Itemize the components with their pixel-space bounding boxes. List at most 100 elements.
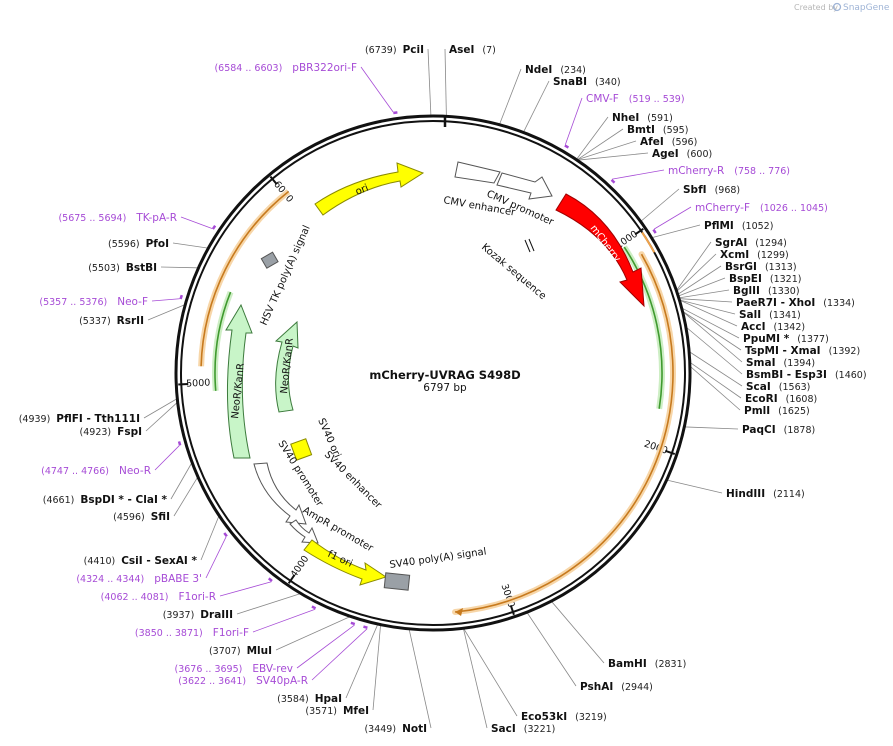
mcherry-arrow[interactable] [555,193,645,308]
primer-f1ori-f[interactable]: F1ori-F(3850 .. 3871) [135,627,249,639]
site-name: SalI [739,309,761,321]
tick-label: 5000 [186,378,211,390]
site-agei[interactable]: AgeI(600) [652,148,712,160]
orf-neo-arc[interactable] [200,190,289,367]
site-ppumi[interactable]: PpuMI * (1377) [743,333,829,345]
site-bstbi[interactable]: BstBI(5503) [88,262,157,274]
site-name: PaeR7I - XhoI [736,297,815,309]
site-position: (3707) [209,646,241,657]
sv40-ori-box[interactable] [290,438,313,461]
ori-arrow[interactable] [314,162,425,216]
site-name: SfiI [151,511,170,523]
site-position: (1878) [784,425,816,436]
site-position: (2944) [621,682,653,693]
ampr-promoter-arrow[interactable] [289,519,319,544]
site-bspdi[interactable]: BspDI * - ClaI *(4661) [43,494,168,506]
site-name: HindIII [726,488,765,500]
primer-mcherry-r[interactable]: mCherry-R(758 .. 776) [668,165,790,177]
site-draiii[interactable]: DraIII(3937) [163,609,233,621]
primer-neo-r[interactable]: Neo-R(4747 .. 4766) [41,465,151,477]
site-hindiii[interactable]: HindIII(2114) [726,488,805,500]
leader-line [683,312,743,363]
site-pcii[interactable]: PciI(6739) [365,44,424,56]
site-pfoi[interactable]: PfoI(5596) [108,238,169,250]
site-snabi[interactable]: SnaBI(340) [553,76,621,88]
site-nhei[interactable]: NheI(591) [612,112,673,124]
site-sali[interactable]: SalI(1341) [739,309,801,321]
cmv-promoter-arrow[interactable] [496,172,553,200]
site-pmli[interactable]: PmlI(1625) [744,405,810,417]
orf-mcherry-arc[interactable] [623,246,663,409]
site-mfei[interactable]: MfeI(3571) [305,705,369,717]
site-eco53ki[interactable]: Eco53kI(3219) [521,711,607,723]
site-acci[interactable]: AccI(1342) [741,321,805,333]
neokan-inner-arrow[interactable] [274,320,299,413]
site-position: (1313) [765,262,797,273]
site-mlui[interactable]: MluI (3707) [209,645,272,657]
site-asei[interactable]: AseI(7) [449,44,496,56]
primer-cmv-f[interactable]: CMV-F(519 .. 539) [586,93,685,105]
site-position: (4596) [113,512,145,523]
site-fspi[interactable]: FspI(4923) [80,426,142,438]
sv40-polya-box[interactable] [383,572,411,591]
leader-line [652,224,701,238]
site-bsrgi[interactable]: BsrGI(1313) [725,261,797,273]
site-ndei[interactable]: NdeI(234) [525,64,586,76]
site-pflfi[interactable]: PflFI - Tth111I(4939) [19,413,140,425]
site-bspei[interactable]: BspEI(1321) [729,273,801,285]
site-csii[interactable]: CsiI - SexAI *(4410) [84,555,198,567]
primer-sv40pa-r[interactable]: SV40pA-R(3622 .. 3641) [178,675,308,687]
site-pshai[interactable]: PshAI(2944) [580,681,653,693]
primer-name: Neo-F [117,296,148,308]
site-sbfi[interactable]: SbfI(968) [683,184,740,196]
site-smai[interactable]: SmaI(1394) [746,357,815,369]
f1-ori-arrow[interactable] [303,539,388,586]
primer-f1ori-r[interactable]: F1ori-R(4062 .. 4081) [101,591,216,603]
primer-ebv-rev[interactable]: EBV-rev(3676 .. 3695) [175,663,294,675]
site-paer7i[interactable]: PaeR7I - XhoI(1334) [736,297,855,309]
site-bamhi[interactable]: BamHI(2831) [608,658,686,670]
site-afei[interactable]: AfeI(596) [640,136,697,148]
primer-mcherry-f[interactable]: mCherry-F(1026 .. 1045) [695,202,828,214]
site-sfii[interactable]: SfiI (4596) [113,511,170,523]
site-noti[interactable]: NotI(3449) [364,723,427,735]
site-name: BsmBI - Esp3I [746,369,827,381]
site-xcmi[interactable]: XcmI(1299) [720,249,789,261]
sv40-promoter-arrow[interactable] [253,462,307,525]
site-tspmi[interactable]: TspMI - XmaI(1392) [745,345,860,357]
site-bsmbi[interactable]: BsmBI - Esp3I(1460) [746,369,867,381]
snapgene-credit: Created by SnapGene [794,2,890,13]
primer-range: (4324 .. 4344) [76,574,144,585]
backbone-inner-strand [180,120,686,626]
site-ecori[interactable]: EcoRI(1608) [745,393,817,405]
site-name: EcoRI [745,393,778,405]
site-name: BamHI [608,658,647,670]
orf-neo-green-arc[interactable] [214,291,232,391]
site-pflmi[interactable]: PflMI(1052) [704,220,773,232]
cmv-enhancer-arrow[interactable] [454,161,501,184]
site-position: (1377) [797,334,829,345]
site-scai[interactable]: ScaI(1563) [746,381,810,393]
site-saci[interactable]: SacI(3221) [491,723,555,735]
site-name: NdeI [525,64,552,76]
neokan-outer-arrow[interactable] [225,303,253,459]
site-name: MluI [247,645,272,657]
primer-range: (6584 .. 6603) [214,63,282,74]
orf-small-arc [641,231,656,253]
primer-neo-f[interactable]: Neo-F(5357 .. 5376) [39,296,148,308]
site-name: TspMI - XmaI [745,345,821,357]
primer-pbabe3[interactable]: pBABE 3'(4324 .. 4344) [76,573,202,585]
primer-tk-pa-r[interactable]: TK-pA-R(5675 .. 5694) [58,212,177,224]
site-rsrii[interactable]: RsrII(5337) [79,315,144,327]
hsv-tk-polya-box[interactable] [260,251,279,269]
site-sgrai[interactable]: SgrAI(1294) [715,237,787,249]
site-bglii[interactable]: BglII(1330) [733,285,800,297]
primer-name: mCherry-F [695,202,750,214]
site-bmti[interactable]: BmtI(595) [627,124,688,136]
primer-pbr322ori-f[interactable]: pBR322ori-F(6584 .. 6603) [214,62,357,74]
orf-uvrag-arc[interactable] [454,253,674,613]
site-name: PpuMI * [743,333,790,345]
site-hpai[interactable]: HpaI(3584) [277,693,342,705]
site-paqci[interactable]: PaqCI(1878) [742,424,815,436]
